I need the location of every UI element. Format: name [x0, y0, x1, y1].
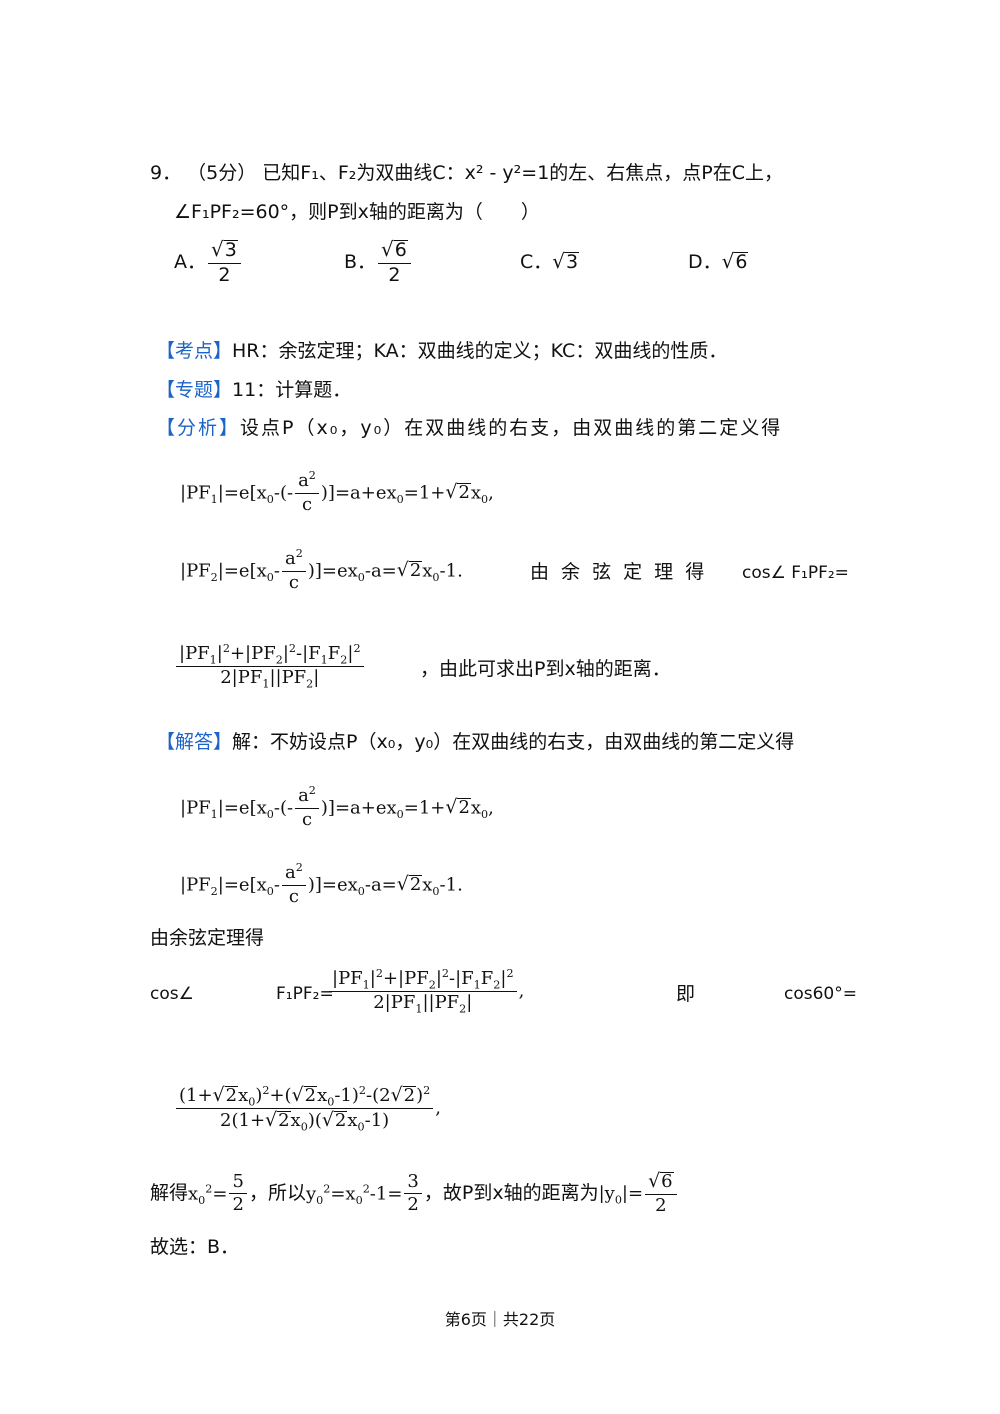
- jieda-line: 【解答】解：不妨设点P（x₀，y₀）在双曲线的右支，由双曲线的第二定义得: [156, 733, 794, 752]
- solution-ji: 即: [676, 983, 696, 1005]
- fenxi-tag: 【分析】: [156, 417, 241, 439]
- solve-prefix: 解得: [150, 1182, 189, 1205]
- option-b-fraction: √6 2: [378, 239, 411, 286]
- solve-mid: ，所以: [248, 1182, 306, 1205]
- question-line-1: 9． （5分） 已知F₁、F₂为双曲线C：x² - y²=1的左、右焦点，点P在…: [150, 164, 783, 183]
- fenxi-line: 【分析】设点P（x₀，y₀）在双曲线的右支，由双曲线的第二定义得: [156, 419, 782, 438]
- option-d[interactable]: D． √6: [688, 249, 749, 273]
- solution-cos-mid: F₁PF₂=: [276, 984, 334, 1004]
- jieda-text: 解：不妨设点P（x₀，y₀）在双曲线的右支，由双曲线的第二定义得: [232, 731, 795, 753]
- option-d-sqrt: √6: [721, 249, 749, 273]
- analysis-cos-label: cos∠ F₁PF₂=: [742, 563, 849, 583]
- option-c-label: C．: [520, 250, 553, 273]
- kaodian-line: 【考点】HR：余弦定理；KA：双曲线的定义；KC：双曲线的性质．: [156, 342, 727, 361]
- question-line-2: ∠F₁PF₂=60°，则P到x轴的距离为（ ）: [174, 203, 540, 222]
- question-score: （5分）: [187, 162, 257, 184]
- option-a[interactable]: A． √3 2: [174, 239, 243, 286]
- solution-cos-left: cos∠: [150, 984, 194, 1004]
- kaodian-text: HR：余弦定理；KA：双曲线的定义；KC：双曲线的性质．: [232, 340, 728, 362]
- option-a-fraction: √3 2: [208, 239, 241, 286]
- option-b[interactable]: B． √6 2: [344, 239, 413, 286]
- analysis-eq3-tail: ，由此可求出P到x轴的距离．: [420, 658, 671, 680]
- kaodian-tag: 【考点】: [156, 340, 233, 362]
- page-footer: 第6页｜共22页: [444, 1310, 556, 1329]
- solution-choose: 故选：B．: [150, 1236, 240, 1258]
- question-stem-2: ∠F₁PF₂=60°，则P到x轴的距离为（ ）: [174, 201, 540, 223]
- analysis-cosine-rule: 由 余 弦 定 理 得: [530, 561, 708, 583]
- fenxi-text: 设点P（x₀，y₀）在双曲线的右支，由双曲线的第二定义得: [240, 417, 783, 439]
- solution-cos60: cos60°=: [784, 984, 857, 1004]
- question-stem-1: 已知F₁、F₂为双曲线C：x² - y²=1的左、右焦点，点P在C上，: [262, 162, 784, 184]
- option-b-label: B．: [344, 251, 377, 274]
- solve-tail: ，故P到x轴的距离为: [423, 1182, 599, 1205]
- jieda-tag: 【解答】: [156, 731, 233, 753]
- option-c-sqrt: √3: [552, 249, 580, 273]
- solution-cosine-rule: 由余弦定理得: [150, 927, 265, 949]
- zhuanti-tag: 【专题】: [156, 379, 233, 401]
- option-a-label: A．: [174, 251, 206, 274]
- zhuanti-text: 11：计算题．: [232, 379, 352, 401]
- zhuanti-line: 【专题】11：计算题．: [156, 381, 351, 400]
- option-c[interactable]: C． √3: [520, 249, 580, 273]
- option-d-label: D．: [688, 250, 722, 273]
- question-number: 9．: [150, 162, 182, 184]
